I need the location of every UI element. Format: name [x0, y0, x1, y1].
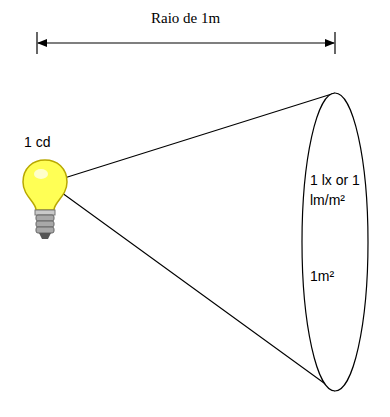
- bulb-thread: [36, 227, 54, 233]
- intensity-label: 1 cd: [24, 134, 50, 150]
- light-cone: [58, 93, 335, 391]
- light-bulb: [14, 146, 80, 250]
- bulb-glass: [23, 160, 67, 210]
- bulb-contact: [39, 233, 51, 239]
- dimension-tick: [334, 32, 335, 54]
- dimension-tick: [36, 32, 37, 54]
- area-label: 1m²: [310, 266, 360, 286]
- ellipse-shape: [302, 93, 368, 391]
- bulb-thread: [36, 215, 54, 221]
- dimension-label: Raio de 1m: [149, 10, 222, 27]
- dimension-arrow: [38, 42, 334, 43]
- lamp-node: 1 cd: [14, 146, 80, 250]
- bulb-highlight: [34, 169, 48, 179]
- illuminated-area: 1 lx or 1 lm/m² 1m²: [301, 92, 369, 392]
- bulb-collar: [35, 210, 55, 215]
- ellipse-outline: [301, 92, 369, 392]
- bulb-thread: [36, 221, 54, 227]
- illuminance-label: 1 lx or 1 lm/m²: [310, 170, 360, 210]
